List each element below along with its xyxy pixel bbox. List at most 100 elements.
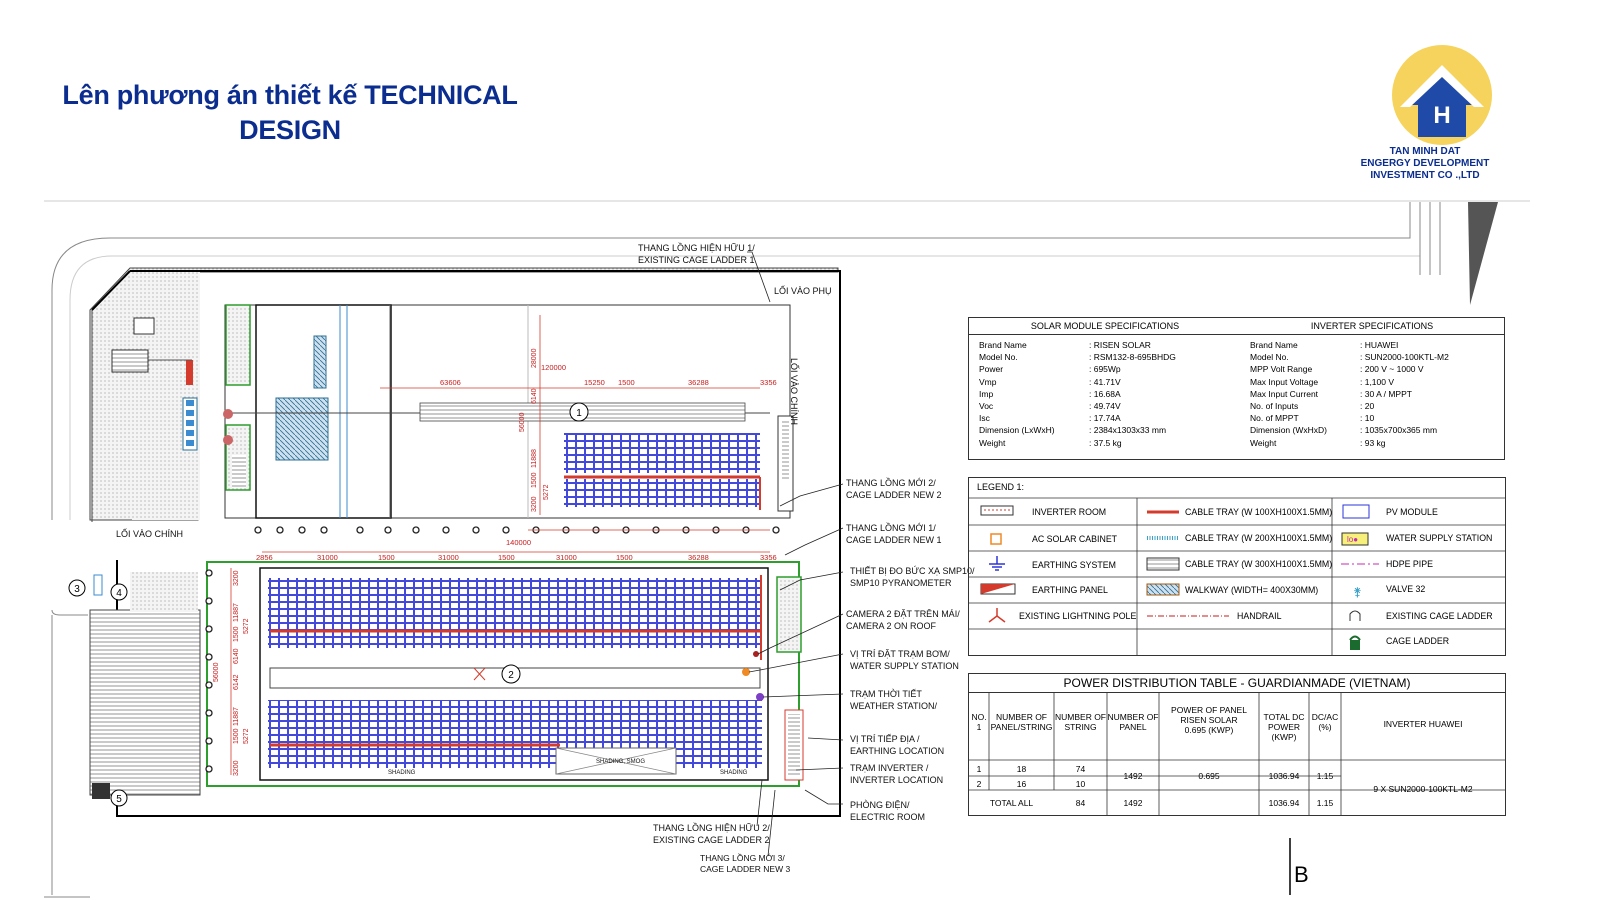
inverter-spec-table: INVERTER SPECIFICATIONS Brand Name: HUAW… [1240,317,1505,460]
row1-no: 1 [976,764,982,774]
legend-grid: lo● ⚵ [969,497,1505,655]
svg-text:lo●: lo● [1347,535,1358,544]
company-name: TAN MINH DAT ENGERGY DEVELOPMENT INVESTM… [1345,146,1505,182]
inverter-spec-row: Max Input Voltage: 1,100 V [1240,376,1504,388]
solar-module-spec-value: : 49.74V [1089,401,1121,412]
header-string-line-2: STRING [1064,722,1097,732]
label-shading-3: SHADING [720,770,748,776]
cable-tray-300-icon [1146,557,1180,571]
header-string-line-1: NUMBER OF [1055,712,1106,722]
legend-valve: VALVE 32 [1386,584,1426,594]
inverter-spec-row: Dimension (WxHxD): 1035x700x365 mm [1240,424,1504,436]
walkway-icon [1146,583,1180,596]
header-power-line-1: POWER OF PANEL [1171,705,1247,715]
merged-inverter: 9 X SUN2000-100KTL-M2 [1373,784,1473,794]
header-power-line-2: RISEN SOLAR [1180,715,1238,725]
dim-vb-11: 3200 [233,760,240,776]
marker-3: 3 [74,584,80,595]
inverter-spec-value: : SUN2000-100KTL-M2 [1360,352,1449,363]
solar-module-spec-row: Model No.: RSM132-8-695BHDG [969,351,1241,363]
inverter-spec-key: No. of Inputs [1250,401,1299,412]
callout-existing-ladder-2-en: EXISTING CAGE LADDER 2 [653,835,770,845]
inverter-spec-key: MPP Volt Range [1250,364,1313,375]
callout-existing-ladder-1-en: EXISTING CAGE LADDER 1 [638,255,755,265]
solar-module-spec-key: Isc [979,413,990,424]
legend-ac-cabinet: AC SOLAR CABINET [1032,534,1118,544]
callout-earthing-vi: VỊ TRÍ TIẾP ĐỊA / [850,734,920,744]
ac-cabinet-icon [990,533,1002,545]
marker-5: 5 [116,794,122,805]
lightning-pole-icon [988,608,1006,623]
solar-module-spec-value: : 16.68A [1089,388,1121,399]
dim-top-1: 63606 [440,378,461,387]
solar-module-spec-title: SOLAR MODULE SPECIFICATIONS [969,318,1241,335]
callout-ladder-new-2-en: CAGE LADDER NEW 2 [846,490,942,500]
power-distribution-table: POWER DISTRIBUTION TABLE - GUARDIANMADE … [968,673,1506,816]
logo-letter: H [1433,102,1450,129]
legend-existing-cage-ladder: EXISTING CAGE LADDER [1386,611,1493,621]
dim-vb-7: 56000 [213,662,220,682]
callout-ladder-new-3: THANG LỒNG MỚI 3/ CAGE LADDER NEW 3 [700,853,790,875]
dim-vb-5: 6140 [233,648,240,664]
callout-ladder-new-2-vi: THANG LỒNG MỚI 2/ [846,478,936,488]
callout-weather-station-en: WEATHER STATION/ [850,701,937,711]
legend-lightning-pole: EXISTING LIGHTNING POLE [1019,611,1137,621]
callout-ladder-new-1-vi: THANG LỒNG MỚI 1/ [846,523,936,533]
dim-mid-4: 31000 [438,553,459,562]
label-shading-1: SHADING [388,770,416,776]
header-dc-ac-line-2: (%) [1318,722,1332,732]
header-power-line-3: 0.695 (KWP) [1184,725,1234,735]
solar-module-spec-row: Power: 695Wp [969,363,1241,375]
header-panel-string: NUMBER OF PANEL/STRING [989,712,1054,732]
dim-mid-9: 3356 [760,553,777,562]
total-label: TOTAL ALL [989,798,1034,808]
inverter-spec-value: : 93 kg [1360,437,1386,448]
callout-ladder-new-3-en: CAGE LADDER NEW 3 [700,864,791,874]
dim-v-3: 6140 [531,388,538,404]
inverter-spec-key: Brand Name [1250,340,1298,350]
solar-module-spec-key: Model No. [979,352,1018,363]
inverter-spec-key: Max Input Current [1250,388,1319,399]
company-name-line-2: ENGERGY DEVELOPMENT [1360,158,1490,169]
dim-vb-6: 6142 [233,674,240,690]
dim-mid-6: 31000 [556,553,577,562]
callout-earthing-en: EARTHING LOCATION [850,746,945,756]
label-main-entrance: LỐI VÀO CHÍNH [116,529,184,539]
header-inverter: INVERTER HUAWEI [1383,719,1463,729]
inverter-spec-value: : HUAWEI [1360,340,1399,350]
solar-module-spec-value: : 695Wp [1089,364,1121,375]
header-power: POWER OF PANEL RISEN SOLAR 0.695 (KWP) [1159,705,1259,735]
solar-module-spec-key: Brand Name [979,340,1027,350]
label-main-entrance-vertical: LỐI VÀO CHÍNH [789,358,799,426]
legend-handrail: HANDRAIL [1237,611,1282,621]
inverter-spec-value: : 1035x700x365 mm [1360,425,1438,436]
label-side-entrance: LỐI VÀO PHỤ [774,286,832,296]
dim-v-4: 11888 [531,449,538,468]
header-panel-line-2: PANEL [1119,722,1147,732]
legend-inverter-room: INVERTER ROOM [1032,507,1107,517]
callout-ladder-new-3-vi: THANG LỒNG MỚI 3/ [700,853,785,863]
callout-electric-room-en: ELECTRIC ROOM [850,812,926,822]
dim-v-6: 3200 [531,496,538,512]
inverter-spec-row: Brand Name : HUAWEI [1240,339,1504,351]
inverter-spec-row: Max Input Current: 30 A / MPPT [1240,388,1504,400]
page-title: Lên phương án thiết kế TECHNICAL DESIGN [30,78,550,148]
dim-v-5: 1500 [531,472,538,488]
inverter-spec-value: : 200 V ~ 1000 V [1360,364,1424,375]
solar-module-spec-value: : 2384x1303x33 mm [1089,425,1167,436]
solar-module-spec-value: : 41.71V [1089,376,1121,387]
callout-existing-ladder-1: THANG LỒNG HIỆN HỮU 1/ EXISTING CAGE LAD… [638,242,755,266]
callout-existing-ladder-1-vi: THANG LỒNG HIỆN HỮU 1/ [638,243,755,253]
solar-module-spec-row: Voc: 49.74V [969,400,1241,412]
row2-panel-string: 16 [1016,779,1027,789]
callout-inverter: TRẠM INVERTER / INVERTER LOCATION [850,762,943,786]
dim-top-4: 1500 [618,378,635,387]
legend-table: LEGEND 1: lo● ⚵ [968,477,1506,656]
dim-top-3: 15250 [584,378,605,387]
legend-cable-tray-100: CABLE TRAY (W 100XH100X1.5MM) [1185,507,1333,517]
inverter-spec-row: No. of Inputs: 20 [1240,400,1504,412]
legend-pv-module: PV MODULE [1386,507,1438,517]
callout-camera: CAMERA 2 ĐẶT TRÊN MÁI/ CAMERA 2 ON ROOF [846,608,960,632]
